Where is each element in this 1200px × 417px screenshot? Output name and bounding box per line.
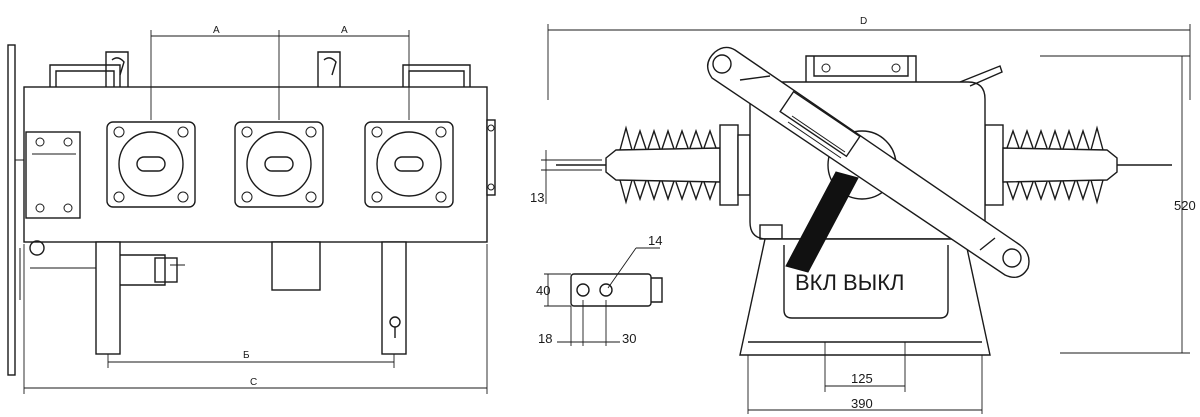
insulator-left (605, 125, 721, 205)
nameplate (779, 90, 861, 158)
flange-left (719, 124, 739, 206)
dim-18-label: 18 (538, 331, 552, 346)
indicator-ring (29, 240, 45, 256)
terminal-detail: 14 40 18 30 (536, 233, 663, 346)
leg-right (381, 241, 407, 355)
on-off-label: ВКЛ ВЫКЛ (795, 270, 904, 295)
dim-13-label: 13 (530, 190, 544, 205)
dim-125-label: 125 (851, 371, 873, 386)
lifting-handle-right (402, 64, 471, 87)
operating-lever (707, 46, 1030, 278)
flange-right (984, 124, 1004, 206)
dim-14-label: 14 (648, 233, 662, 248)
mounting-plate (7, 44, 16, 376)
base-stand (739, 238, 991, 356)
black-pointer (785, 171, 859, 273)
dim-a-left-label: А (213, 25, 220, 36)
top-bracket-left (105, 51, 129, 87)
bushing-flange-3 (364, 121, 454, 208)
dim-30-label: 30 (622, 331, 636, 346)
dim-520-label: 520 (1174, 198, 1196, 213)
dim-40-label: 40 (536, 283, 550, 298)
front-dimensions: А А Б С (23, 25, 488, 394)
dim-d-label: D (860, 16, 867, 27)
leg-left (95, 241, 121, 355)
dim-a-right-label: А (341, 25, 348, 36)
base-window (783, 245, 949, 319)
side-view: 13 (530, 16, 1196, 414)
bushing-flange-2 (234, 121, 324, 208)
front-view: А А Б С (7, 25, 496, 394)
dim-390-label: 390 (851, 396, 873, 411)
dim-c-label: С (250, 377, 257, 388)
top-mount (805, 55, 917, 82)
lower-box (271, 241, 321, 291)
top-bracket-right (317, 51, 341, 87)
side-bracket (486, 119, 496, 196)
dim-b-label: Б (243, 350, 250, 361)
insulator-right (1002, 125, 1118, 205)
bushing-flange-1 (106, 121, 196, 208)
junction-box (25, 131, 81, 219)
terminal-plate (570, 273, 652, 307)
mechanism-bracket (120, 254, 166, 286)
lifting-handle-left (49, 64, 121, 87)
